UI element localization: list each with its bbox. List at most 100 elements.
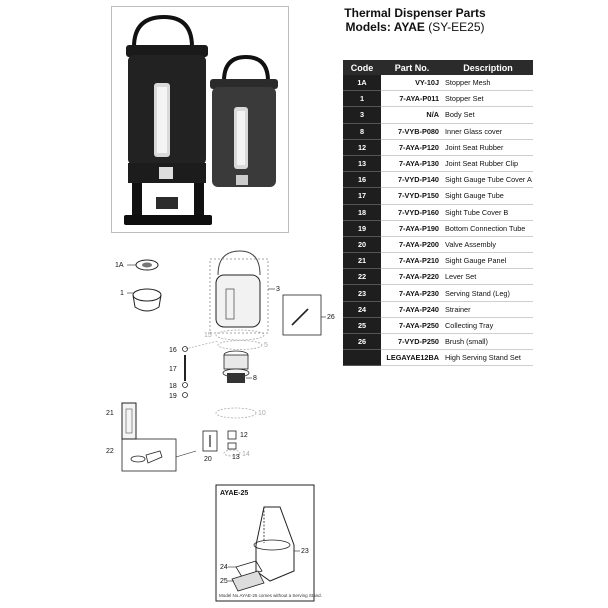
row-description: Serving Stand (Leg) [443, 284, 533, 302]
callout-22: 22 [106, 448, 114, 455]
callout-15: 15 [204, 332, 212, 339]
callout-12: 12 [240, 432, 248, 439]
row-description: Inner Glass cover [443, 123, 533, 140]
col-description: Description [443, 60, 533, 75]
callout-21: 21 [106, 410, 114, 417]
callout-14: 14 [242, 451, 250, 458]
collecting-tray-part [231, 570, 265, 592]
body-set-part [215, 274, 261, 328]
row-code: 18 [343, 204, 381, 221]
brush-part [291, 308, 309, 326]
brush-box [282, 294, 322, 336]
row-code: 24 [343, 301, 381, 318]
callout-17: 17 [169, 366, 177, 373]
row-part-no: 7-AYA-P210 [381, 252, 443, 270]
stopper-mesh-core [142, 262, 152, 268]
row-description: Sight Gauge Tube [443, 187, 533, 205]
row-part-no: 7-AYA-P130 [381, 155, 443, 173]
sight-gauge-panel-part [121, 402, 137, 440]
row-code: 12 [343, 139, 381, 156]
models-line: Models: AYAE (SY-EE25) [300, 20, 530, 34]
row-code: 13 [343, 155, 381, 173]
callout-8: 8 [253, 375, 257, 382]
row-code: 26 [343, 333, 381, 351]
row-part-no: 7-AYA-P230 [381, 284, 443, 302]
row-part-no: 7-AYA-P240 [381, 301, 443, 318]
callout-24: 24 [220, 564, 228, 571]
callout-20: 20 [204, 456, 212, 463]
inset-box [215, 484, 315, 602]
callout-23: 23 [301, 548, 309, 555]
row-description: Brush (small) [443, 333, 533, 351]
valve-assembly-part [202, 430, 218, 452]
joint-seat-clip-part [227, 442, 237, 450]
row-description: Sight Gauge Tube Cover A [443, 171, 533, 189]
row-part-no: LEGAYAE12BA [381, 349, 443, 367]
row-code: 17 [343, 187, 381, 205]
row-description: Strainer [443, 301, 533, 318]
inset-caption: Model No.AYAE-25 comes without a Serving… [219, 593, 322, 598]
row-description: Collecting Tray [443, 317, 533, 335]
row-part-no: 7-VYD-P150 [381, 187, 443, 205]
row-code: 23 [343, 284, 381, 302]
stopper-set-part [132, 288, 162, 302]
row-code: 3 [343, 106, 381, 124]
exploded-parts-diagram: 1A 1 3 26 16 17 8 18 19 21 22 12 13 20 2… [106, 250, 335, 602]
row-code: 25 [343, 317, 381, 335]
callout-18: 18 [169, 383, 177, 390]
row-description: Joint Seat Rubber [443, 139, 533, 156]
row-code: 16 [343, 171, 381, 189]
page-title: Thermal Dispenser Parts Models: AYAE (SY… [300, 6, 530, 34]
row-part-no: VY-10J [381, 75, 443, 92]
lever-set-part [130, 455, 146, 463]
lever-set-box [121, 438, 177, 472]
inner-glass-cover-base [227, 373, 245, 383]
row-part-no: 7-AYA-P200 [381, 236, 443, 254]
models-label: Models: [345, 20, 391, 34]
row-description: Sight Tube Cover B [443, 204, 533, 221]
col-part-no: Part No. [381, 60, 443, 75]
row-description: Sight Gauge Panel [443, 252, 533, 270]
callout-13: 13 [232, 454, 240, 461]
row-code: 1 [343, 90, 381, 108]
row-description: Joint Seat Rubber Clip [443, 155, 533, 173]
row-code: 8 [343, 123, 381, 140]
joint-seat-rubber-part [227, 430, 237, 440]
row-code [343, 349, 381, 367]
callout-16: 16 [169, 347, 177, 354]
row-part-no: 7-AYA-P220 [381, 268, 443, 286]
row-part-no: 7-VYD-P250 [381, 333, 443, 351]
row-description: Stopper Set [443, 90, 533, 108]
row-description: Stopper Mesh [443, 75, 533, 92]
row-code: 20 [343, 236, 381, 254]
serving-stand-part [255, 506, 295, 582]
strainer-part [235, 560, 263, 578]
callout-5: 5 [264, 342, 268, 349]
row-part-no: 7-AYA-P011 [381, 90, 443, 108]
row-part-no: N/A [381, 106, 443, 124]
callout-19: 19 [169, 393, 177, 400]
row-part-no: 7-VYD-P160 [381, 204, 443, 221]
model-name: AYAE [393, 20, 425, 34]
row-description: Body Set [443, 106, 533, 124]
dispensers-illustration [124, 14, 278, 225]
callout-3: 3 [276, 286, 280, 293]
row-description: Lever Set [443, 268, 533, 286]
row-part-no: 7-AYA-P190 [381, 220, 443, 237]
callout-1: 1 [120, 290, 124, 297]
inset-title: AYAE-25 [220, 490, 248, 497]
inner-glass-part [223, 354, 249, 370]
callout-1a: 1A [115, 262, 124, 269]
callout-26: 26 [327, 314, 335, 321]
